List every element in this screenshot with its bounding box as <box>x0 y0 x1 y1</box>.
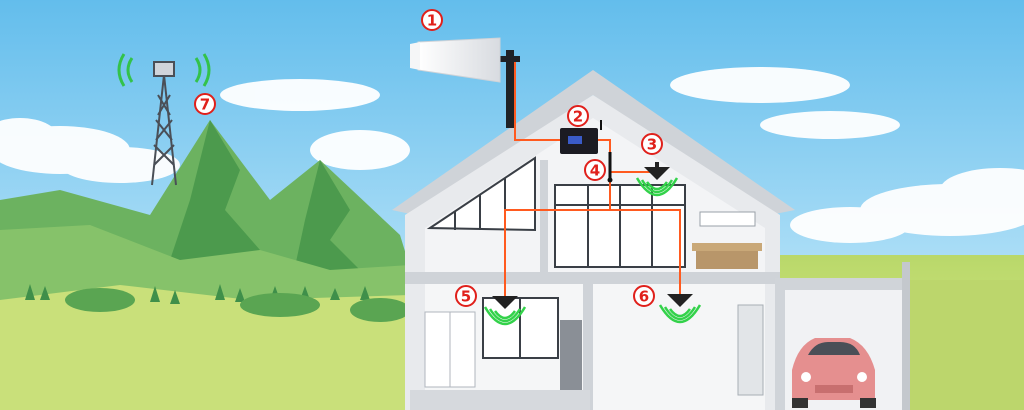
cell-tower-icon <box>151 61 177 186</box>
marker-5: 5 <box>455 285 477 307</box>
outdoor-panel-antenna-icon <box>410 37 501 83</box>
signal-waves-upper <box>635 177 679 197</box>
attic-window <box>426 156 536 232</box>
bushes <box>65 288 410 322</box>
marker-4: 4 <box>584 159 606 181</box>
antenna-bracket <box>498 56 520 62</box>
marker-label: 4 <box>590 162 600 180</box>
marker-2: 2 <box>567 105 589 127</box>
lower-room <box>737 304 764 396</box>
car-icon <box>792 338 876 408</box>
signal-booster-icon <box>560 120 602 154</box>
marker-label: 5 <box>461 288 471 306</box>
splitter-icon <box>607 177 613 183</box>
marker-3: 3 <box>641 133 663 155</box>
marker-label: 2 <box>573 108 583 126</box>
ceiling-dome-antenna-icon <box>667 294 693 307</box>
antenna-mast <box>506 50 514 128</box>
upper-window <box>554 184 686 268</box>
tower-signal-waves <box>117 53 211 87</box>
marker-1: 1 <box>421 9 443 31</box>
marker-label: 6 <box>639 288 649 306</box>
ceiling-dome-antenna-icon <box>492 296 518 309</box>
marker-6: 6 <box>633 285 655 307</box>
bathroom <box>692 211 762 269</box>
marker-7: 7 <box>194 93 216 115</box>
marker-label: 3 <box>647 136 657 154</box>
signal-waves-room <box>658 304 702 324</box>
kitchen <box>410 297 590 410</box>
marker-label: 7 <box>200 96 210 114</box>
marker-label: 1 <box>427 12 437 30</box>
ceiling-dome-antenna-icon <box>644 162 670 180</box>
clouds <box>0 67 1024 243</box>
signal-waves-kitchen <box>483 306 527 326</box>
